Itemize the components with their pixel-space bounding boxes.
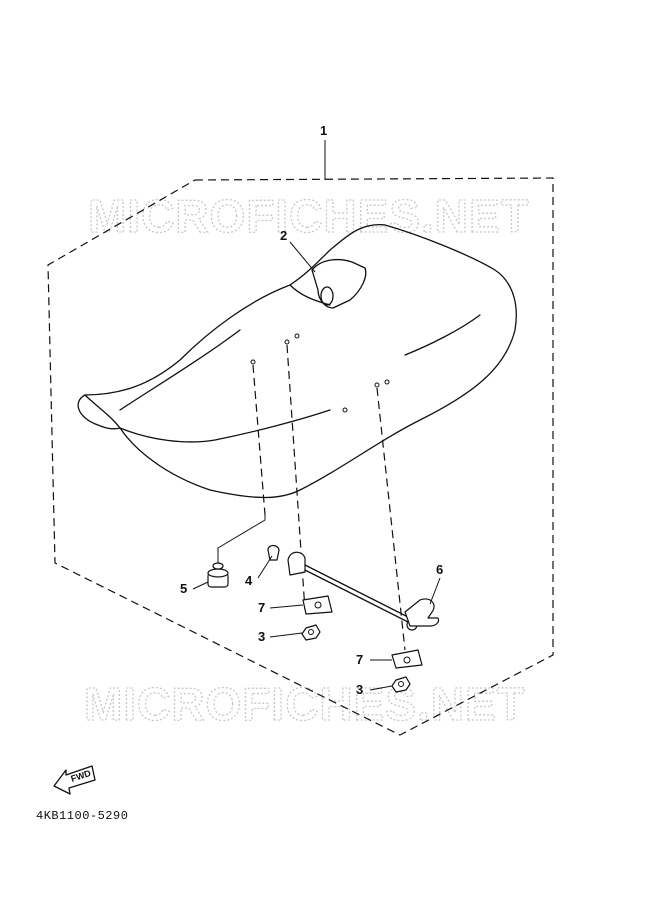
- clip-part-4: [267, 544, 280, 561]
- watermark-bottom: MICROFICHES.NET: [84, 678, 526, 730]
- assembly-boundary: [47, 177, 554, 736]
- callout-5: 5: [180, 581, 187, 596]
- leader-4: [257, 555, 273, 579]
- leader-7a: [269, 604, 304, 609]
- callout-6: 6: [436, 562, 443, 577]
- callout-2: 2: [280, 228, 287, 243]
- seat: [77, 224, 517, 499]
- fwd-arrow-icon: FWD: [53, 765, 96, 795]
- mount-line-left: [252, 364, 266, 516]
- nut-part-3-front: [301, 624, 321, 641]
- latch-part-6: [404, 598, 440, 627]
- bracket-part-7-front: [302, 595, 333, 615]
- leader-6: [429, 577, 441, 605]
- leader-3a: [269, 632, 303, 638]
- mount-line-rear-7: [376, 387, 406, 651]
- bracket-part-7-rear: [391, 649, 423, 669]
- callout-4: 4: [245, 573, 253, 588]
- callout-3b: 3: [356, 682, 363, 697]
- leader-2: [289, 241, 316, 273]
- leader-5: [192, 581, 209, 590]
- leader-damper: [217, 515, 266, 565]
- damper-part-5: [207, 562, 229, 588]
- diagram-part-number: 4KB1100-5290: [36, 809, 128, 823]
- callout-7b: 7: [356, 652, 363, 667]
- watermark-top: MICROFICHES.NET: [88, 190, 530, 242]
- callout-1: 1: [320, 123, 327, 138]
- leader-3b: [369, 685, 393, 691]
- callout-7a: 7: [258, 600, 265, 615]
- rod-assembly: [287, 551, 418, 631]
- callout-3a: 3: [258, 629, 265, 644]
